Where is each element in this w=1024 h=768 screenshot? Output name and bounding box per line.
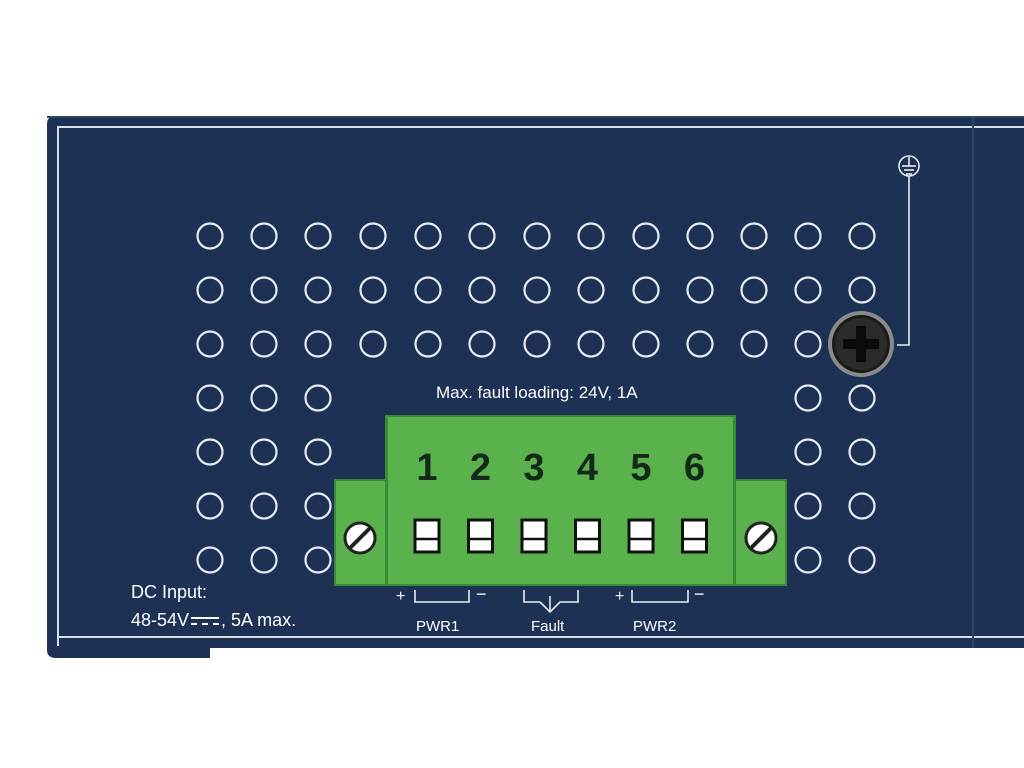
vent-hole	[577, 276, 605, 304]
vent-hole	[523, 330, 551, 358]
vent-hole	[848, 546, 876, 574]
vent-hole	[196, 438, 224, 466]
vent-hole	[304, 276, 332, 304]
mounting-screw-icon	[744, 521, 778, 555]
vent-hole	[468, 276, 496, 304]
dc-input-title: DC Input:	[131, 582, 208, 602]
vent-hole	[304, 546, 332, 574]
vent-hole	[848, 276, 876, 304]
ground-icon	[897, 155, 920, 346]
vent-hole	[359, 276, 387, 304]
pin-number: 4	[576, 447, 599, 489]
vent-hole	[794, 222, 822, 250]
vent-hole	[468, 222, 496, 250]
wiring-brackets	[414, 590, 689, 614]
vent-hole	[250, 276, 278, 304]
pwr1-plus-sign: +	[396, 588, 406, 605]
vent-hole	[304, 330, 332, 358]
pin-number: 2	[469, 447, 492, 489]
max-fault-loading-label: Max. fault loading: 24V, 1A	[436, 383, 638, 402]
vent-hole	[794, 384, 822, 412]
dc-input-voltage: 48-54V	[131, 610, 190, 630]
vent-hole	[359, 222, 387, 250]
vent-hole	[250, 222, 278, 250]
pin-number: 1	[416, 447, 438, 489]
vent-hole	[196, 546, 224, 574]
vent-hole	[794, 546, 822, 574]
vent-hole	[250, 384, 278, 412]
terminal-socket	[574, 518, 601, 554]
terminal-socket	[627, 518, 655, 554]
terminal-sockets	[413, 518, 708, 554]
vent-hole	[523, 222, 551, 250]
terminal-socket	[413, 518, 441, 554]
pin-number: 3	[523, 447, 545, 489]
vent-hole	[250, 492, 278, 520]
vent-hole	[304, 222, 332, 250]
vent-hole	[848, 384, 876, 412]
vent-hole	[794, 330, 822, 358]
terminal-socket	[681, 518, 708, 554]
vent-hole	[414, 276, 442, 304]
pwr2-plus-sign: +	[615, 588, 625, 605]
vent-hole	[686, 276, 714, 304]
pwr1-minus-sign: −	[476, 584, 487, 604]
pwr2-label: PWR2	[633, 618, 677, 635]
vent-hole	[794, 492, 822, 520]
vent-hole	[196, 222, 224, 250]
vent-hole	[740, 330, 768, 358]
vent-hole	[304, 384, 332, 412]
dc-input-rating: 48-54V , 5A max.	[131, 610, 296, 631]
vent-hole	[848, 438, 876, 466]
pwr1-label: PWR1	[416, 618, 460, 635]
vent-hole	[686, 330, 714, 358]
mounting-screw-icon	[343, 521, 377, 555]
vent-hole	[794, 276, 822, 304]
vent-hole	[250, 330, 278, 358]
pin-number: 6	[683, 447, 706, 489]
ventilation-holes	[196, 222, 876, 574]
dc-input-current: , 5A max.	[221, 610, 297, 630]
vent-hole	[359, 330, 387, 358]
vent-hole	[632, 222, 660, 250]
dc-symbol-icon	[191, 614, 220, 628]
vent-hole	[304, 492, 332, 520]
vent-hole	[196, 276, 224, 304]
vent-hole	[686, 222, 714, 250]
vent-hole	[740, 222, 768, 250]
vent-hole	[196, 492, 224, 520]
vent-hole	[196, 384, 224, 412]
vent-hole	[848, 222, 876, 250]
vent-hole	[414, 330, 442, 358]
vent-hole	[632, 330, 660, 358]
vent-hole	[848, 492, 876, 520]
vent-hole	[196, 330, 224, 358]
vent-hole	[304, 438, 332, 466]
vent-hole	[250, 546, 278, 574]
terminal-block	[334, 415, 787, 586]
vent-hole	[632, 276, 660, 304]
vent-hole	[468, 330, 496, 358]
pwr2-minus-sign: −	[694, 584, 705, 604]
vent-hole	[250, 438, 278, 466]
vent-hole	[740, 276, 768, 304]
vent-hole	[794, 438, 822, 466]
terminal-socket	[467, 518, 494, 554]
vent-hole	[577, 330, 605, 358]
pin-number: 5	[630, 447, 652, 489]
vent-hole	[414, 222, 442, 250]
fault-label: Fault	[531, 618, 565, 635]
terminal-socket	[520, 518, 548, 554]
vent-hole	[523, 276, 551, 304]
grounding-screw-icon	[828, 311, 894, 377]
vent-hole	[577, 222, 605, 250]
